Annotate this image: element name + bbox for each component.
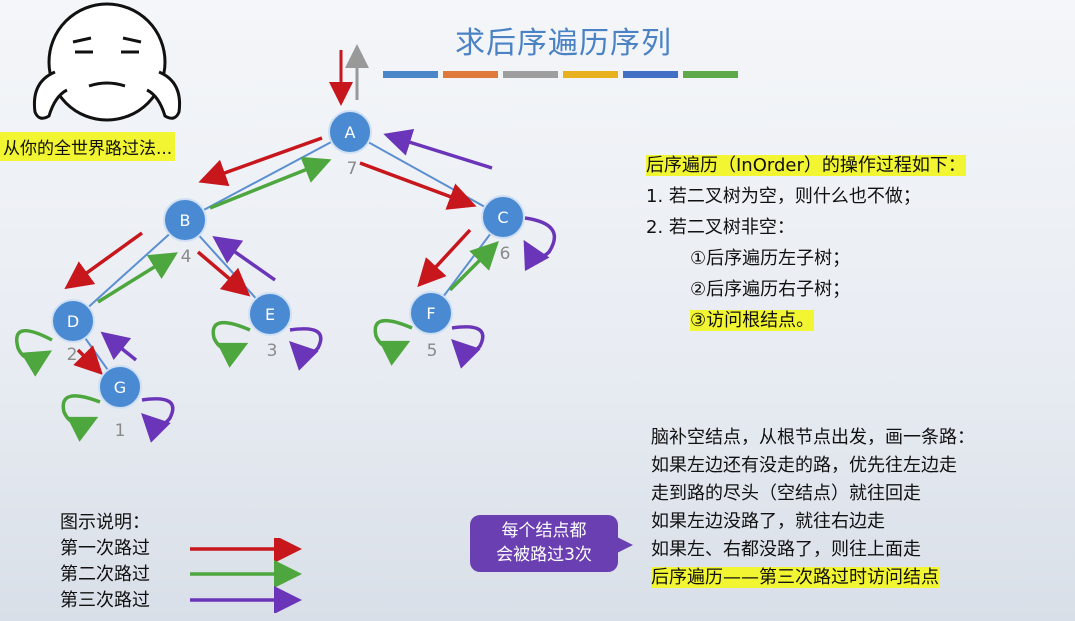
note-line: 如果左、右都没路了，则往上面走	[651, 539, 921, 560]
legend: 图示说明： 第一次路过 第二次路过 第三次路过	[60, 510, 150, 614]
svg-text:1: 1	[115, 421, 126, 441]
node-f: F 5	[409, 291, 453, 361]
traversal-note: 脑补空结点，从根节点出发，画一条路： 如果左边还有没走的路，优先往左边走 走到路…	[651, 424, 975, 592]
note-highlight: 后序遍历——第三次路过时访问结点	[651, 567, 939, 588]
node-g: G 1	[98, 365, 142, 441]
color-bar	[383, 71, 438, 78]
svg-text:3: 3	[267, 341, 278, 361]
rule-sub1: ①后序遍历左子树；	[690, 248, 851, 269]
note-line: 如果左边没路了，就往右边走	[651, 511, 885, 532]
svg-text:7: 7	[347, 159, 358, 179]
node-b: B 4	[163, 198, 207, 267]
second-pass-arrows	[97, 156, 499, 304]
color-bar	[443, 71, 498, 78]
svg-text:D: D	[67, 312, 79, 331]
svg-text:2: 2	[67, 345, 78, 365]
legend-item-second: 第二次路过	[60, 564, 150, 585]
node-c: C 6	[481, 195, 525, 264]
note-line: 走到路的尽头（空结点）就往回走	[651, 483, 921, 504]
third-pass-arrows	[100, 128, 493, 362]
color-bar	[563, 71, 618, 78]
svg-text:C: C	[497, 208, 508, 227]
note-line: 脑补空结点，从根节点出发，画一条路：	[651, 427, 975, 448]
svg-text:6: 6	[500, 244, 511, 264]
svg-text:E: E	[265, 305, 275, 324]
bubble-line: 会被路过3次	[496, 545, 592, 565]
loop-arrows	[15, 216, 557, 443]
meme-face-icon	[32, 2, 182, 122]
rule-step2: 2. 若二叉树非空：	[646, 217, 795, 238]
legend-item-first: 第一次路过	[60, 538, 150, 559]
first-pass-arrows	[64, 136, 477, 375]
meme-caption: 从你的全世界路过法...	[0, 132, 176, 161]
rule-heading: 后序遍历（InOrder）的操作过程如下：	[646, 155, 966, 176]
svg-text:G: G	[114, 378, 126, 397]
svg-text:4: 4	[181, 247, 192, 267]
color-bar	[683, 71, 738, 78]
note-line: 如果左边还有没走的路，优先往左边走	[651, 455, 957, 476]
svg-text:B: B	[180, 211, 191, 230]
callout-bubble: 每个结点都 会被路过3次	[470, 515, 633, 572]
legend-heading: 图示说明：	[60, 512, 150, 533]
node-d: D 2	[51, 299, 95, 365]
rule-sub3: ③访问根结点。	[690, 310, 815, 331]
rule-step1: 1. 若二叉树为空，则什么也不做；	[646, 186, 921, 207]
bubble-line: 每个结点都	[501, 521, 587, 541]
page-title: 求后序遍历序列	[455, 26, 672, 61]
node-a: A 7	[328, 110, 372, 179]
tree-edges	[72, 131, 504, 388]
binary-tree-diagram: A 7 B 4 C 6 D 2 E 3	[15, 44, 557, 443]
color-bar	[623, 71, 678, 78]
svg-text:F: F	[426, 304, 435, 323]
postorder-rule: 后序遍历（InOrder）的操作过程如下： 1. 若二叉树为空，则什么也不做； …	[646, 150, 966, 336]
svg-text:5: 5	[427, 341, 438, 361]
rule-sub2: ②后序遍历右子树；	[690, 279, 851, 300]
tree-nodes: A 7 B 4 C 6 D 2 E 3	[51, 110, 525, 441]
svg-text:A: A	[345, 123, 356, 142]
legend-item-third: 第三次路过	[60, 590, 150, 611]
color-bar	[503, 71, 558, 78]
legend-arrows	[190, 538, 302, 613]
node-e: E 3	[248, 292, 292, 361]
